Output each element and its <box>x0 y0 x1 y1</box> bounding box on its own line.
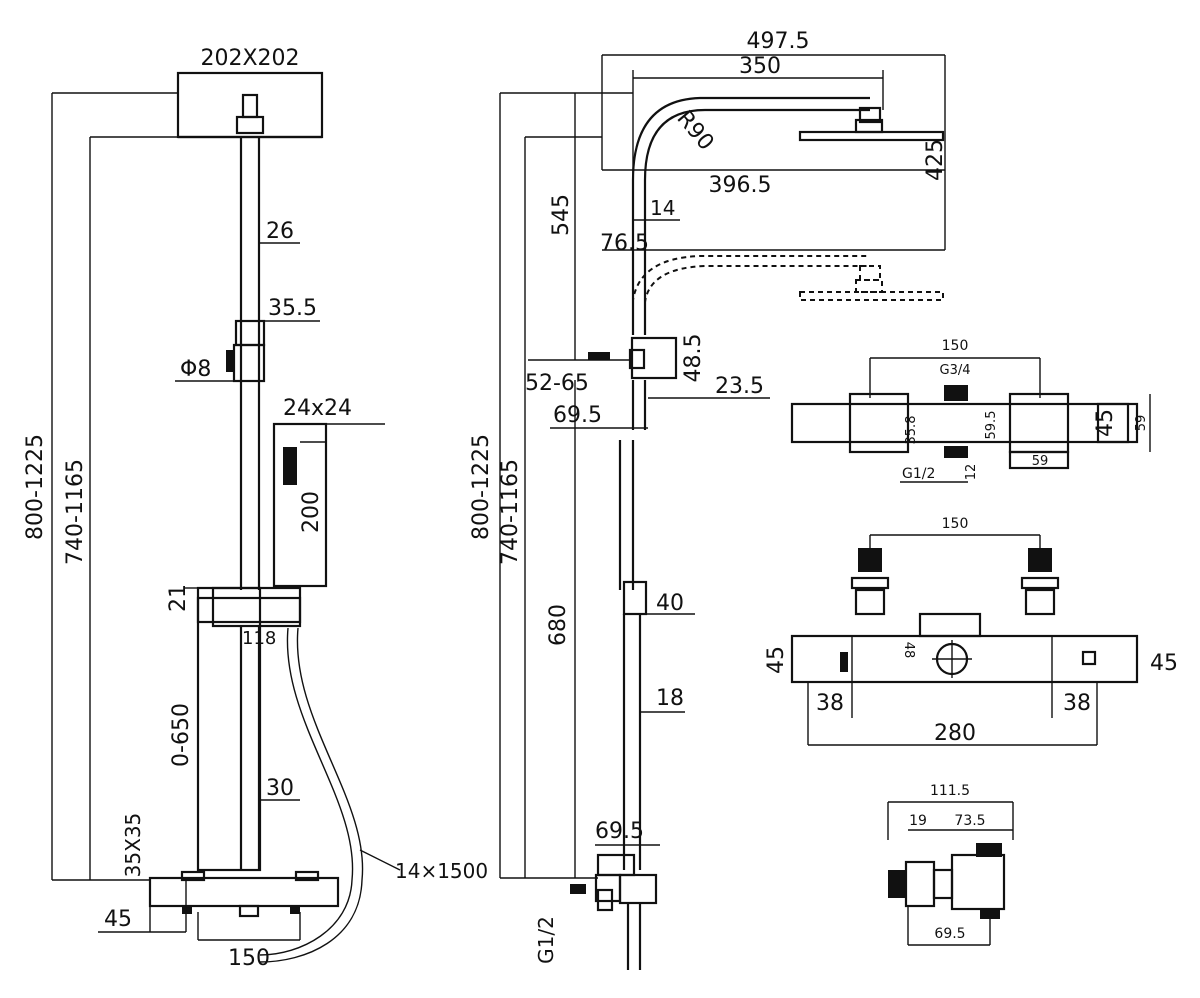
dim-valve-length: 280 <box>934 721 976 746</box>
dim-center-dist: 150 <box>228 946 270 971</box>
dim-base-square: 35X35 <box>121 813 145 878</box>
dim-clamp-w: 23.5 <box>715 374 764 399</box>
dim-top-inlet-bottom: G1/2 <box>902 466 935 482</box>
dim-overall-reach: 497.5 <box>747 29 810 54</box>
dim-tube-d: 14 <box>650 196 675 220</box>
front-view: 202X202 26 35.5 Φ8 24x24 200 800-1225 <box>23 46 488 971</box>
dim-wall-dist: 52-65 <box>525 371 589 396</box>
dim-valve-end-left: 38 <box>816 691 844 716</box>
dim-top-d2: 59.5 <box>984 411 999 440</box>
dim-top-d1: 35.8 <box>904 416 919 445</box>
dim-pin: Φ8 <box>180 357 211 382</box>
dim-ecc-c: 69.5 <box>934 926 965 942</box>
dim-top-d5: 45 <box>1093 409 1118 437</box>
dim-arm-reach: 350 <box>739 54 781 79</box>
eccentric-view: 111.5 19 73.5 69.5 <box>887 783 1014 946</box>
dim-valve-end-right: 38 <box>1063 691 1091 716</box>
dim-head-offset: 396.5 <box>709 173 772 198</box>
dim-top-d3: 12 <box>964 464 979 481</box>
dim-holder: 35.5 <box>268 296 317 321</box>
dim-ecc-b: 73.5 <box>954 813 985 829</box>
dim-inlet: G1/2 <box>534 916 558 964</box>
dim-slide-h: 40 <box>656 591 684 616</box>
dim-pipe-dia: 26 <box>266 219 294 244</box>
dim-top-inlet: G3/4 <box>940 363 971 378</box>
valve-front-view: 150 48 45 45 38 38 280 <box>764 516 1178 746</box>
dim-upper-h: 545 <box>549 194 574 236</box>
dim-arm-drop: 425 <box>923 139 948 181</box>
dim-head-size: 202X202 <box>200 46 299 71</box>
dim-valve-depth: 69.5 <box>595 819 644 844</box>
dim-lower-height: 680 <box>546 604 571 646</box>
dim-base-offset: 45 <box>104 907 132 932</box>
dim-top-d6: 59 <box>1134 415 1149 432</box>
dim-top-d4: 59 <box>1032 454 1049 469</box>
dim-ecc-total: 111.5 <box>930 783 970 799</box>
dim-inner-height: 740-1165 <box>63 459 88 565</box>
dim-clamp-h: 48.5 <box>681 334 706 383</box>
dim-top-width: 150 <box>942 338 969 354</box>
dim-lower-pipe: 30 <box>266 776 294 801</box>
dim-valve-h-right: 45 <box>1150 651 1178 676</box>
dim-valve-center: 150 <box>942 516 969 532</box>
dim-slide-range: 0-650 <box>169 703 194 767</box>
dim-side-total: 800-1225 <box>469 434 494 540</box>
dim-total-height: 800-1225 <box>23 434 48 540</box>
dim-hand-size: 24x24 <box>283 396 352 421</box>
dim-valve-h-left: 45 <box>764 646 789 674</box>
dim-hand-len: 200 <box>299 491 324 533</box>
dim-clamp-off: 76.5 <box>600 231 649 256</box>
dim-hose: 14×1500 <box>395 859 488 883</box>
dim-valve-mid: 48 <box>901 642 916 659</box>
dim-ecc-a: 19 <box>909 813 927 829</box>
dim-side-lower-pipe: 18 <box>656 686 684 711</box>
dim-side-inner: 740-1165 <box>498 459 523 565</box>
dim-clamp-depth: 69.5 <box>553 403 602 428</box>
side-view: 497.5 350 R90 425 396.5 545 14 76.5 48. <box>469 29 948 970</box>
dim-slide-thick: 21 <box>166 584 191 612</box>
valve-top-view: 150 G3/4 35.8 59.5 12 G1/2 59 45 59 <box>790 338 1151 483</box>
